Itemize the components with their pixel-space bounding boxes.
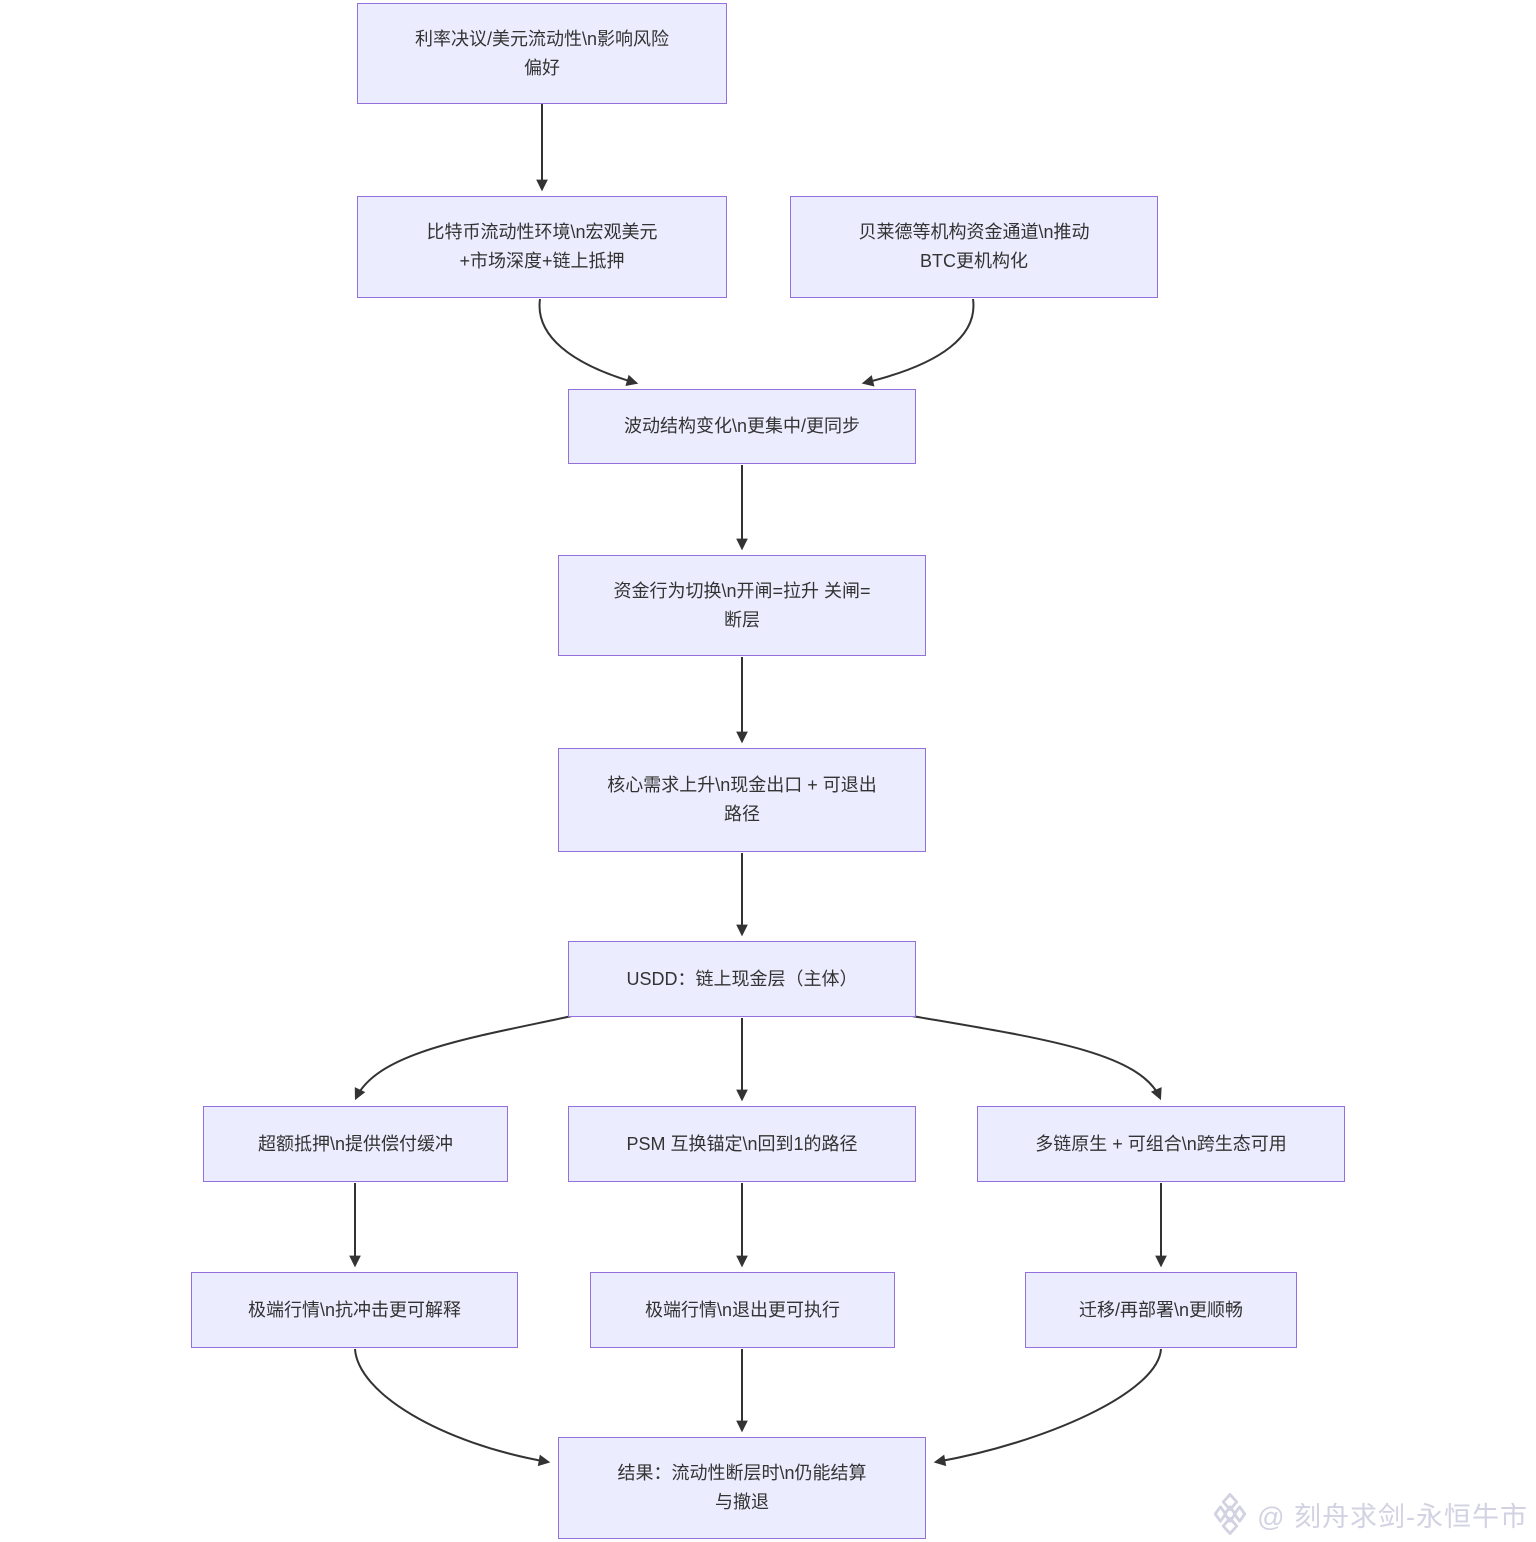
node-rate-decision: 利率决议/美元流动性\n影响风险偏好	[357, 3, 727, 104]
node-result: 结果：流动性断层时\n仍能结算与撤退	[558, 1437, 926, 1539]
node-psm-label: PSM 互换锚定\n回到1的路径	[626, 1133, 858, 1154]
node-blackrock-channel-label: 贝莱德等机构资金通道\n推动BTC更机构化	[858, 222, 1090, 271]
node-volatility-structure: 波动结构变化\n更集中/更同步	[568, 389, 916, 464]
gem-diamond-icon	[1213, 1493, 1247, 1535]
edge-usdd-to-overcollateral	[354, 1015, 573, 1101]
edge-shock-to-result	[354, 1348, 551, 1467]
node-usdd: USDD：链上现金层（主体）	[568, 941, 916, 1017]
node-overcollateral: 超额抵押\n提供偿付缓冲	[203, 1106, 508, 1182]
node-result-label: 结果：流动性断层时\n仍能结算与撤退	[617, 1463, 867, 1512]
node-core-demand: 核心需求上升\n现金出口 + 可退出路径	[558, 748, 926, 852]
node-multichain: 多链原生 + 可组合\n跨生态可用	[977, 1106, 1345, 1182]
edge-usdd-to-multichain	[911, 1015, 1162, 1101]
node-blackrock-channel: 贝莱德等机构资金通道\n推动BTC更机构化	[790, 196, 1158, 298]
node-shock-resilience: 极端行情\n抗冲击更可解释	[191, 1272, 518, 1348]
node-fund-behavior-label: 资金行为切换\n开闸=拉升 关闸=断层	[613, 580, 871, 630]
node-btc-liquidity: 比特币流动性环境\n宏观美元+市场深度+链上抵押	[357, 196, 727, 298]
node-rate-decision-label: 利率决议/美元流动性\n影响风险偏好	[414, 28, 669, 78]
edge-migration-to-result	[933, 1348, 1162, 1467]
node-btc-liquidity-label: 比特币流动性环境\n宏观美元+市场深度+链上抵押	[426, 222, 658, 271]
node-usdd-label: USDD：链上现金层（主体）	[626, 968, 858, 989]
node-exit-executable-label: 极端行情\n退出更可执行	[644, 1299, 840, 1320]
node-fund-behavior: 资金行为切换\n开闸=拉升 关闸=断层	[558, 555, 926, 656]
node-shock-resilience-label: 极端行情\n抗冲击更可解释	[247, 1299, 461, 1320]
watermark-handle: @ 刻舟求剑-永恒牛市	[1257, 1501, 1528, 1532]
node-exit-executable: 极端行情\n退出更可执行	[590, 1272, 895, 1348]
node-multichain-label: 多链原生 + 可组合\n跨生态可用	[1035, 1133, 1287, 1154]
node-volatility-structure-label: 波动结构变化\n更集中/更同步	[623, 416, 860, 436]
edge-btc-to-volatility	[538, 298, 639, 387]
node-migration-label: 迁移/再部署\n更顺畅	[1078, 1299, 1243, 1320]
node-migration: 迁移/再部署\n更顺畅	[1025, 1272, 1297, 1348]
node-psm: PSM 互换锚定\n回到1的路径	[568, 1106, 916, 1182]
node-overcollateral-label: 超额抵押\n提供偿付缓冲	[257, 1133, 453, 1154]
edge-blackrock-to-volatility	[861, 298, 975, 387]
watermark: @ 刻舟求剑-永恒牛市	[1210, 1492, 1528, 1536]
node-core-demand-label: 核心需求上升\n现金出口 + 可退出路径	[607, 775, 877, 824]
